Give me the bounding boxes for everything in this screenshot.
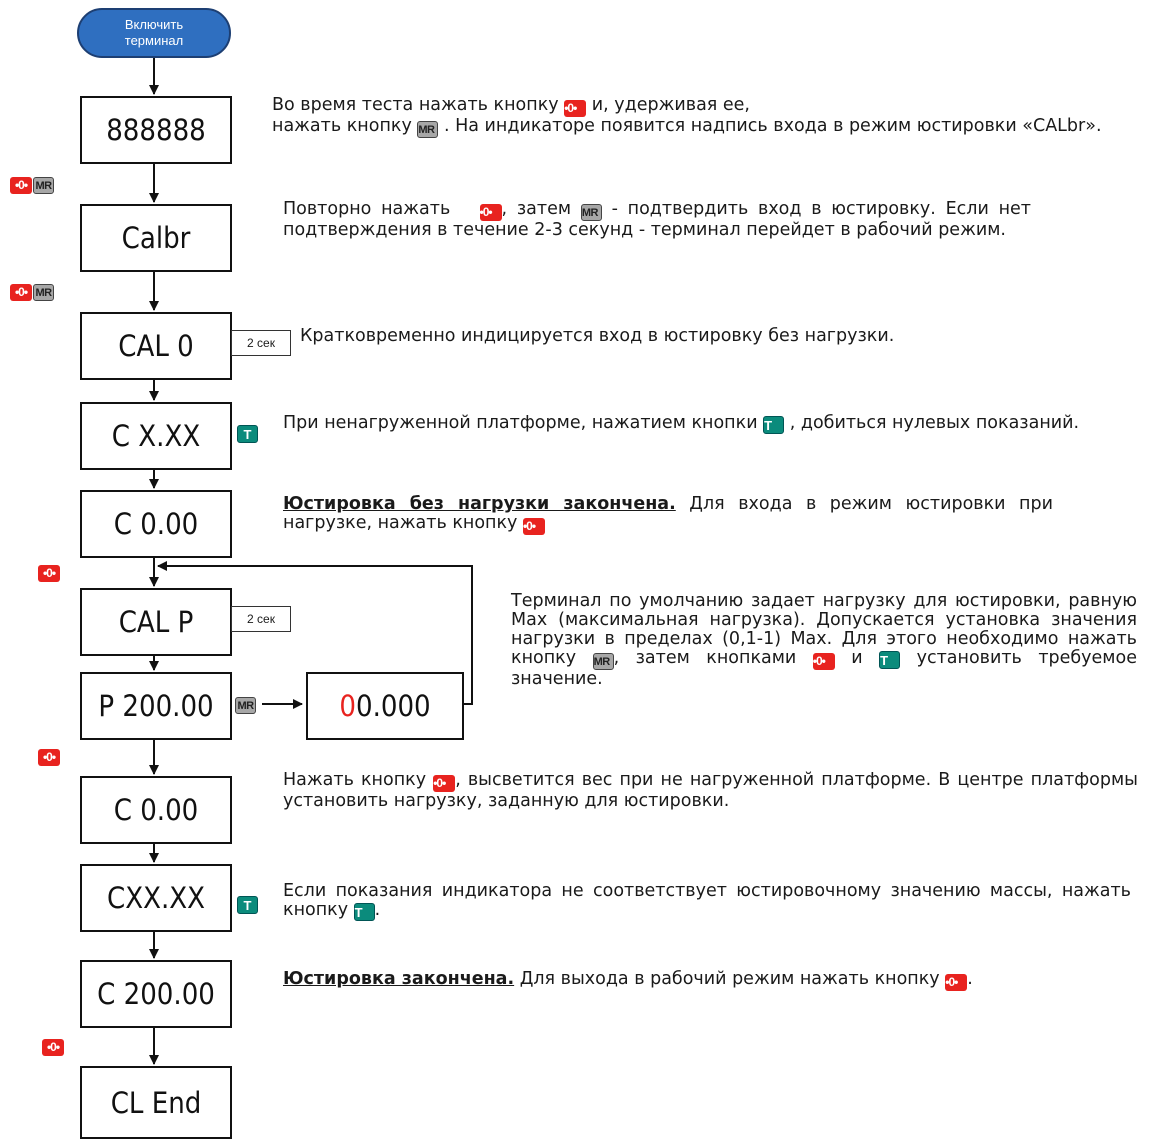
text-span: Повторно нажать: [283, 199, 451, 219]
text-span: , затем кнопками: [613, 648, 797, 668]
value-rest: 0.000: [355, 689, 431, 723]
display-box-cal0: CAL 0: [80, 312, 232, 380]
start-label-line2: терминал: [124, 33, 184, 48]
text-span: Если показания индикатора не соответству…: [283, 881, 1131, 920]
text-span: установить требуемое значение.: [511, 648, 1137, 689]
mr-key-icon: MR: [235, 697, 256, 714]
step-text-1: Во время теста нажать кнопку •0• и, удер…: [272, 96, 1128, 138]
text-span: Для выхода в рабочий режим нажать кнопку: [514, 969, 940, 989]
text-span: и, удерживая ее,: [586, 95, 750, 115]
display-box-calp: CAL P: [80, 588, 232, 656]
text-span: Терминал по умолчанию задает нагрузку дл…: [511, 591, 1137, 668]
text-span: Для входа в режим юстировки при нагрузке…: [283, 494, 1053, 533]
text-span: , высветится вес при не нагруженной плат…: [283, 770, 1138, 811]
display-box-c20000: C 200.00: [80, 960, 232, 1028]
zero-key-icon: •0•: [812, 653, 835, 670]
mr-key-icon: MR: [33, 177, 54, 194]
display-box-cxxx: C X.XX: [80, 402, 232, 470]
tare-key-icon: T: [763, 416, 785, 434]
zero-key-icon: •0•: [42, 1039, 64, 1056]
tare-key-icon: T: [353, 903, 375, 921]
step-text-9: Юстировка закончена. Для выхода в рабочи…: [283, 970, 1138, 991]
timer-label: 2 сек: [231, 330, 291, 356]
bold-heading: Юстировка закончена.: [283, 969, 515, 989]
zero-key-icon: •0•: [38, 749, 60, 766]
display-box-p20000: P 200.00: [80, 672, 232, 740]
text-span: , затем: [501, 199, 572, 219]
start-node: Включить терминал: [77, 8, 231, 58]
display-box-calbr: Calbr: [80, 204, 232, 272]
zero-key-icon: •0•: [479, 204, 502, 221]
zero-key-icon: •0•: [10, 284, 32, 301]
step-text-7: Нажать кнопку •0•, высветится вес при не…: [283, 771, 1138, 811]
mr-key-icon: MR: [33, 284, 54, 301]
tare-key-icon: T: [237, 425, 258, 443]
text-span: .: [374, 900, 381, 920]
text-span: .: [967, 969, 973, 989]
text-span: Нажать кнопку: [283, 770, 427, 790]
zero-key-icon: •0•: [10, 177, 32, 194]
text-span: нажать кнопку: [272, 116, 412, 136]
timer-label-2: 2 сек: [231, 606, 291, 632]
text-span: , добиться нулевых показаний.: [789, 413, 1080, 433]
display-box-888888: 888888: [80, 96, 232, 164]
text-span: Во время теста нажать кнопку: [272, 95, 559, 115]
display-box-cxxxx: CXX.XX: [80, 864, 232, 932]
mr-key-icon: MR: [580, 204, 602, 221]
text-span: и: [834, 648, 880, 668]
step-text-8: Если показания индикатора не соответству…: [283, 882, 1131, 921]
step-text-3: Кратковременно индицируется вход в юстир…: [300, 326, 895, 346]
text-span: При ненагруженной платформе, нажатием кн…: [283, 413, 758, 433]
display-box-clend: CL End: [80, 1066, 232, 1139]
zero-key-icon: •0•: [945, 974, 968, 991]
zero-key-icon: •0•: [433, 775, 456, 792]
zero-key-icon: •0•: [564, 100, 587, 117]
display-box-c000: C 0.00: [80, 490, 232, 558]
mr-key-icon: MR: [417, 121, 439, 138]
text-span: - подтвердить вход в юстировку. Если нет…: [283, 199, 1031, 240]
display-box-c000-second: C 0.00: [80, 776, 232, 844]
step-text-5: Юстировка без нагрузки закончена. Для вх…: [283, 495, 1053, 535]
mr-key-icon: MR: [592, 653, 614, 670]
zero-key-icon: •0•: [522, 518, 545, 535]
tare-key-icon: T: [237, 896, 258, 914]
text-span: . На индикаторе появится надпись входа в…: [443, 116, 1102, 136]
zero-key-icon: •0•: [38, 565, 60, 582]
step-text-2: Повторно нажать •0•, затем MR - подтверд…: [283, 200, 1031, 240]
step-text-4: При ненагруженной платформе, нажатием кн…: [283, 414, 1093, 434]
start-label-line1: Включить: [124, 17, 184, 32]
step-text-6: Терминал по умолчанию задает нагрузку дл…: [511, 592, 1137, 689]
tare-key-icon: T: [879, 651, 901, 669]
blinking-digit: 0: [339, 689, 356, 723]
bold-heading: Юстировка без нагрузки закончена.: [283, 494, 676, 514]
